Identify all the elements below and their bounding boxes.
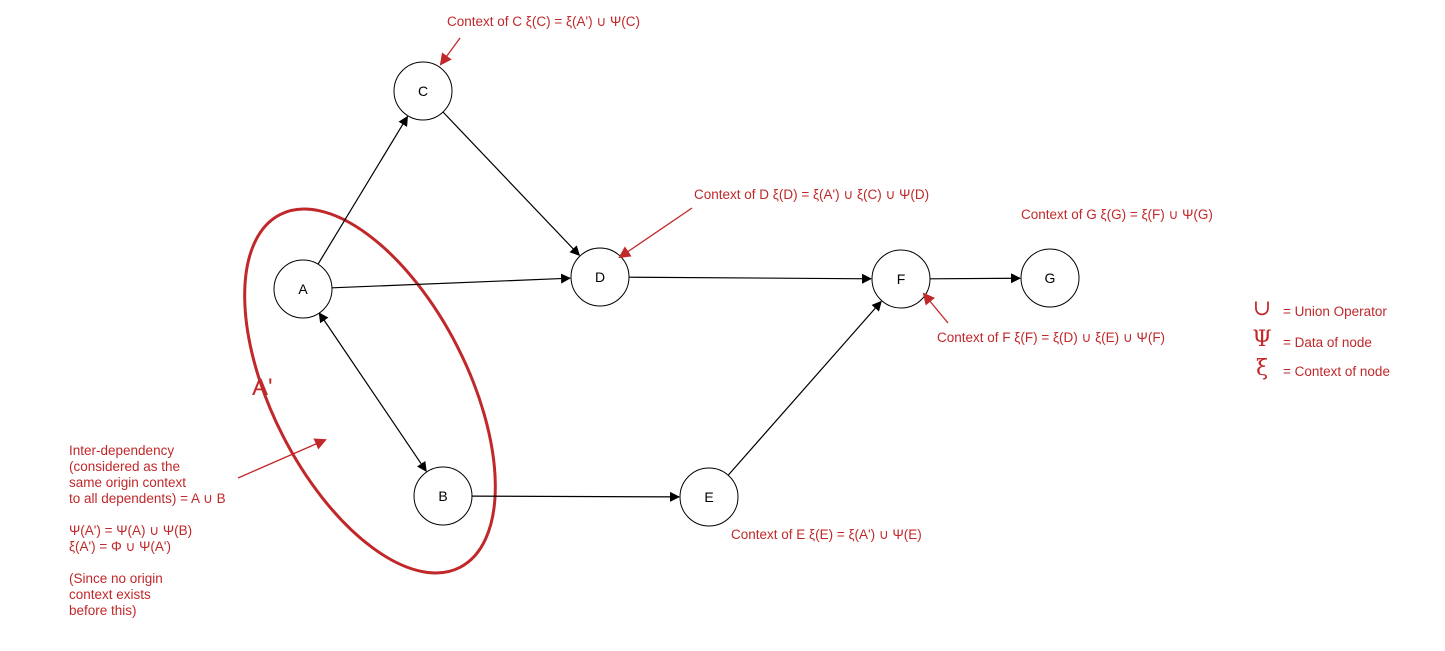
- context-e-annotation: Context of E ξ(E) = ξ(A') ∪ Ψ(E): [731, 527, 922, 542]
- pointer-arrow-f: [922, 292, 949, 324]
- legend-symbol: ξ: [1255, 356, 1269, 381]
- nodes-layer: A B C D E F G: [273, 61, 1080, 527]
- edge-e-f: [727, 300, 882, 476]
- interdependency-line: ξ(A') = Φ ∪ Ψ(A'): [69, 539, 172, 554]
- interdependency-line: (considered as the: [69, 459, 181, 474]
- node-label: D: [595, 269, 605, 285]
- edge-d-f: [628, 273, 873, 284]
- node-c[interactable]: C: [393, 61, 453, 121]
- node-circle: [679, 467, 739, 527]
- node-label: F: [897, 271, 906, 287]
- pointer-arrow-c: [439, 37, 461, 66]
- group-label: A': [252, 374, 273, 401]
- node-e[interactable]: E: [679, 467, 739, 527]
- interdependency-line: to all dependents) = A ∪ B: [69, 491, 226, 506]
- interdependency-line: Inter-dependency: [69, 443, 175, 458]
- edge-a-c: [317, 115, 408, 265]
- context-f-annotation: Context of F ξ(F) = ξ(D) ∪ ξ(E) ∪ Ψ(F): [937, 330, 1166, 345]
- node-d[interactable]: D: [570, 247, 630, 307]
- node-circle: [273, 259, 333, 319]
- context-d-annotation: Context of D ξ(D) = ξ(A') ∪ ξ(C) ∪ Ψ(D): [694, 187, 930, 202]
- legend-symbol: ∪: [1252, 296, 1272, 321]
- node-label: G: [1045, 270, 1056, 286]
- pointer-arrow-interdep: [237, 438, 327, 479]
- node-circle: [570, 247, 630, 307]
- context-c-annotation: Context of C ξ(C) = ξ(A') ∪ Ψ(C): [447, 14, 640, 29]
- edge-c-d: [442, 111, 581, 256]
- node-circle: [393, 61, 453, 121]
- node-g[interactable]: G: [1020, 248, 1080, 308]
- node-label: E: [704, 489, 713, 505]
- node-circle: [1020, 248, 1080, 308]
- interdependency-line: Ψ(A') = Ψ(A) ∪ Ψ(B): [69, 523, 193, 538]
- interdependency-line: same origin context: [69, 475, 187, 490]
- node-label: C: [418, 83, 428, 99]
- node-f[interactable]: F: [871, 249, 931, 309]
- legend-text: = Union Operator: [1283, 304, 1387, 319]
- legend-text: = Data of node: [1283, 335, 1372, 350]
- node-b[interactable]: B: [413, 466, 473, 526]
- legend-symbol: Ψ: [1252, 327, 1272, 352]
- node-circle: [413, 466, 473, 526]
- pointer-arrow-d: [618, 207, 693, 259]
- node-label: B: [438, 488, 447, 504]
- edge-b-e: [471, 491, 681, 502]
- interdependency-group-ellipse: [243, 207, 497, 575]
- node-a[interactable]: A: [273, 259, 333, 319]
- interdependency-line: context exists: [69, 587, 151, 602]
- legend-text: = Context of node: [1283, 364, 1390, 379]
- edge-f-g: [929, 273, 1022, 284]
- interdependency-line: before this): [69, 603, 137, 618]
- node-label: A: [298, 281, 308, 297]
- context-g-annotation: Context of G ξ(G) = ξ(F) ∪ Ψ(G): [1021, 207, 1213, 222]
- interdependency-line: (Since no origin: [69, 571, 163, 586]
- edge-a-d: [331, 273, 572, 289]
- edges-layer: [317, 111, 1022, 502]
- edge-a-b: [318, 312, 427, 472]
- node-circle: [871, 249, 931, 309]
